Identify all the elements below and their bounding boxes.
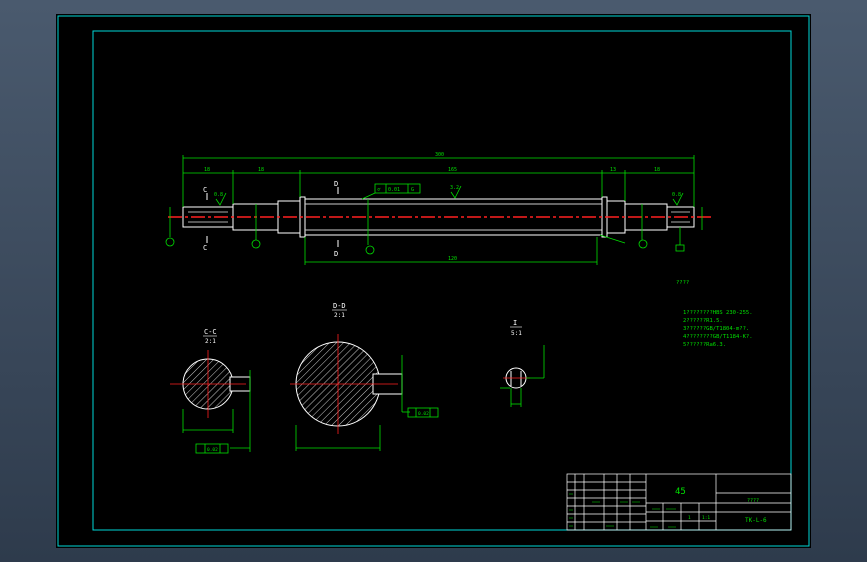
- note-line-4: 4????????GB/T1184-K?.: [683, 334, 753, 340]
- title-drawing-no: TK-L-6: [745, 517, 767, 524]
- dim-right2: 18: [654, 167, 660, 173]
- section-cc-tolerance: [195, 443, 229, 454]
- note-line-3: 3??????GB/T1804-m??.: [683, 326, 749, 332]
- dim-bottom: 120: [448, 256, 457, 262]
- title-sheet: 1: [688, 515, 691, 521]
- title-block: [566, 473, 792, 531]
- section-dd: D-D 2:1 0.02: [290, 302, 439, 451]
- datum-markers: [165, 237, 685, 255]
- inner-frame: [92, 30, 792, 531]
- section-labels: C C D D: [203, 180, 338, 258]
- section-markers: [206, 187, 339, 247]
- section-dd-scale: 2:1: [334, 312, 345, 319]
- section-cc-tol-value: 0.02: [207, 447, 218, 453]
- title-material: 45: [675, 487, 686, 497]
- detail-i-title: I: [513, 319, 517, 327]
- note-line-1: 1????????HBS 230-255.: [683, 310, 753, 316]
- section-cc-title: C-C: [204, 328, 217, 336]
- note-line-2: 2??????R1.5.: [683, 318, 723, 324]
- roughness-mid-label: 3.2: [450, 185, 459, 191]
- section-d-label-top: D: [334, 180, 338, 188]
- tolerance-symbol: ⌭: [377, 187, 381, 193]
- tolerance-ref: G: [411, 187, 414, 193]
- roughness-symbols: [215, 185, 684, 206]
- note-line-5: 5??????Ra6.3.: [683, 342, 726, 348]
- section-c-label-top: C: [203, 186, 207, 194]
- section-dd-title: D-D: [333, 302, 346, 310]
- notes-title: ????: [676, 280, 689, 286]
- section-cc: C-C 2:1 0.02: [170, 328, 251, 454]
- roughness-left-label: 0.8: [214, 192, 223, 198]
- title-block-texts: 45 ???? TK-L-6 1:1 1: [675, 487, 767, 524]
- detail-i: I 5:1: [500, 319, 545, 407]
- dim-seg2: 18: [258, 167, 264, 173]
- drawing-viewport: [56, 14, 811, 548]
- dim-overall: 300: [435, 152, 444, 158]
- tolerance-frame: [361, 183, 421, 200]
- title-scale: 1:1: [702, 515, 710, 521]
- roughness-right-label: 0.8: [672, 192, 681, 198]
- section-dd-tolerance: [407, 407, 439, 418]
- section-c-label-bottom: C: [203, 244, 207, 252]
- dim-right1: 13: [610, 167, 616, 173]
- dim-seg1: 18: [204, 167, 210, 173]
- title-grid-marks: [569, 493, 676, 528]
- technical-notes: ???? 1????????HBS 230-255. 2??????R1.5. …: [676, 280, 753, 348]
- outer-frame: [57, 15, 810, 547]
- section-d-label-bottom: D: [334, 250, 338, 258]
- section-dd-tol-value: 0.02: [418, 411, 429, 417]
- dim-middle: 165: [448, 167, 457, 173]
- tolerance-value: 0.01: [388, 187, 400, 193]
- detail-i-scale: 5:1: [511, 330, 522, 337]
- title-part-name: ????: [747, 498, 759, 504]
- section-cc-scale: 2:1: [205, 338, 216, 345]
- dimensions-main: [169, 155, 703, 265]
- main-view-texts: 300 18 18 165 13 18 120 0.8 3.2 0.8 ⌭ 0.…: [204, 152, 681, 262]
